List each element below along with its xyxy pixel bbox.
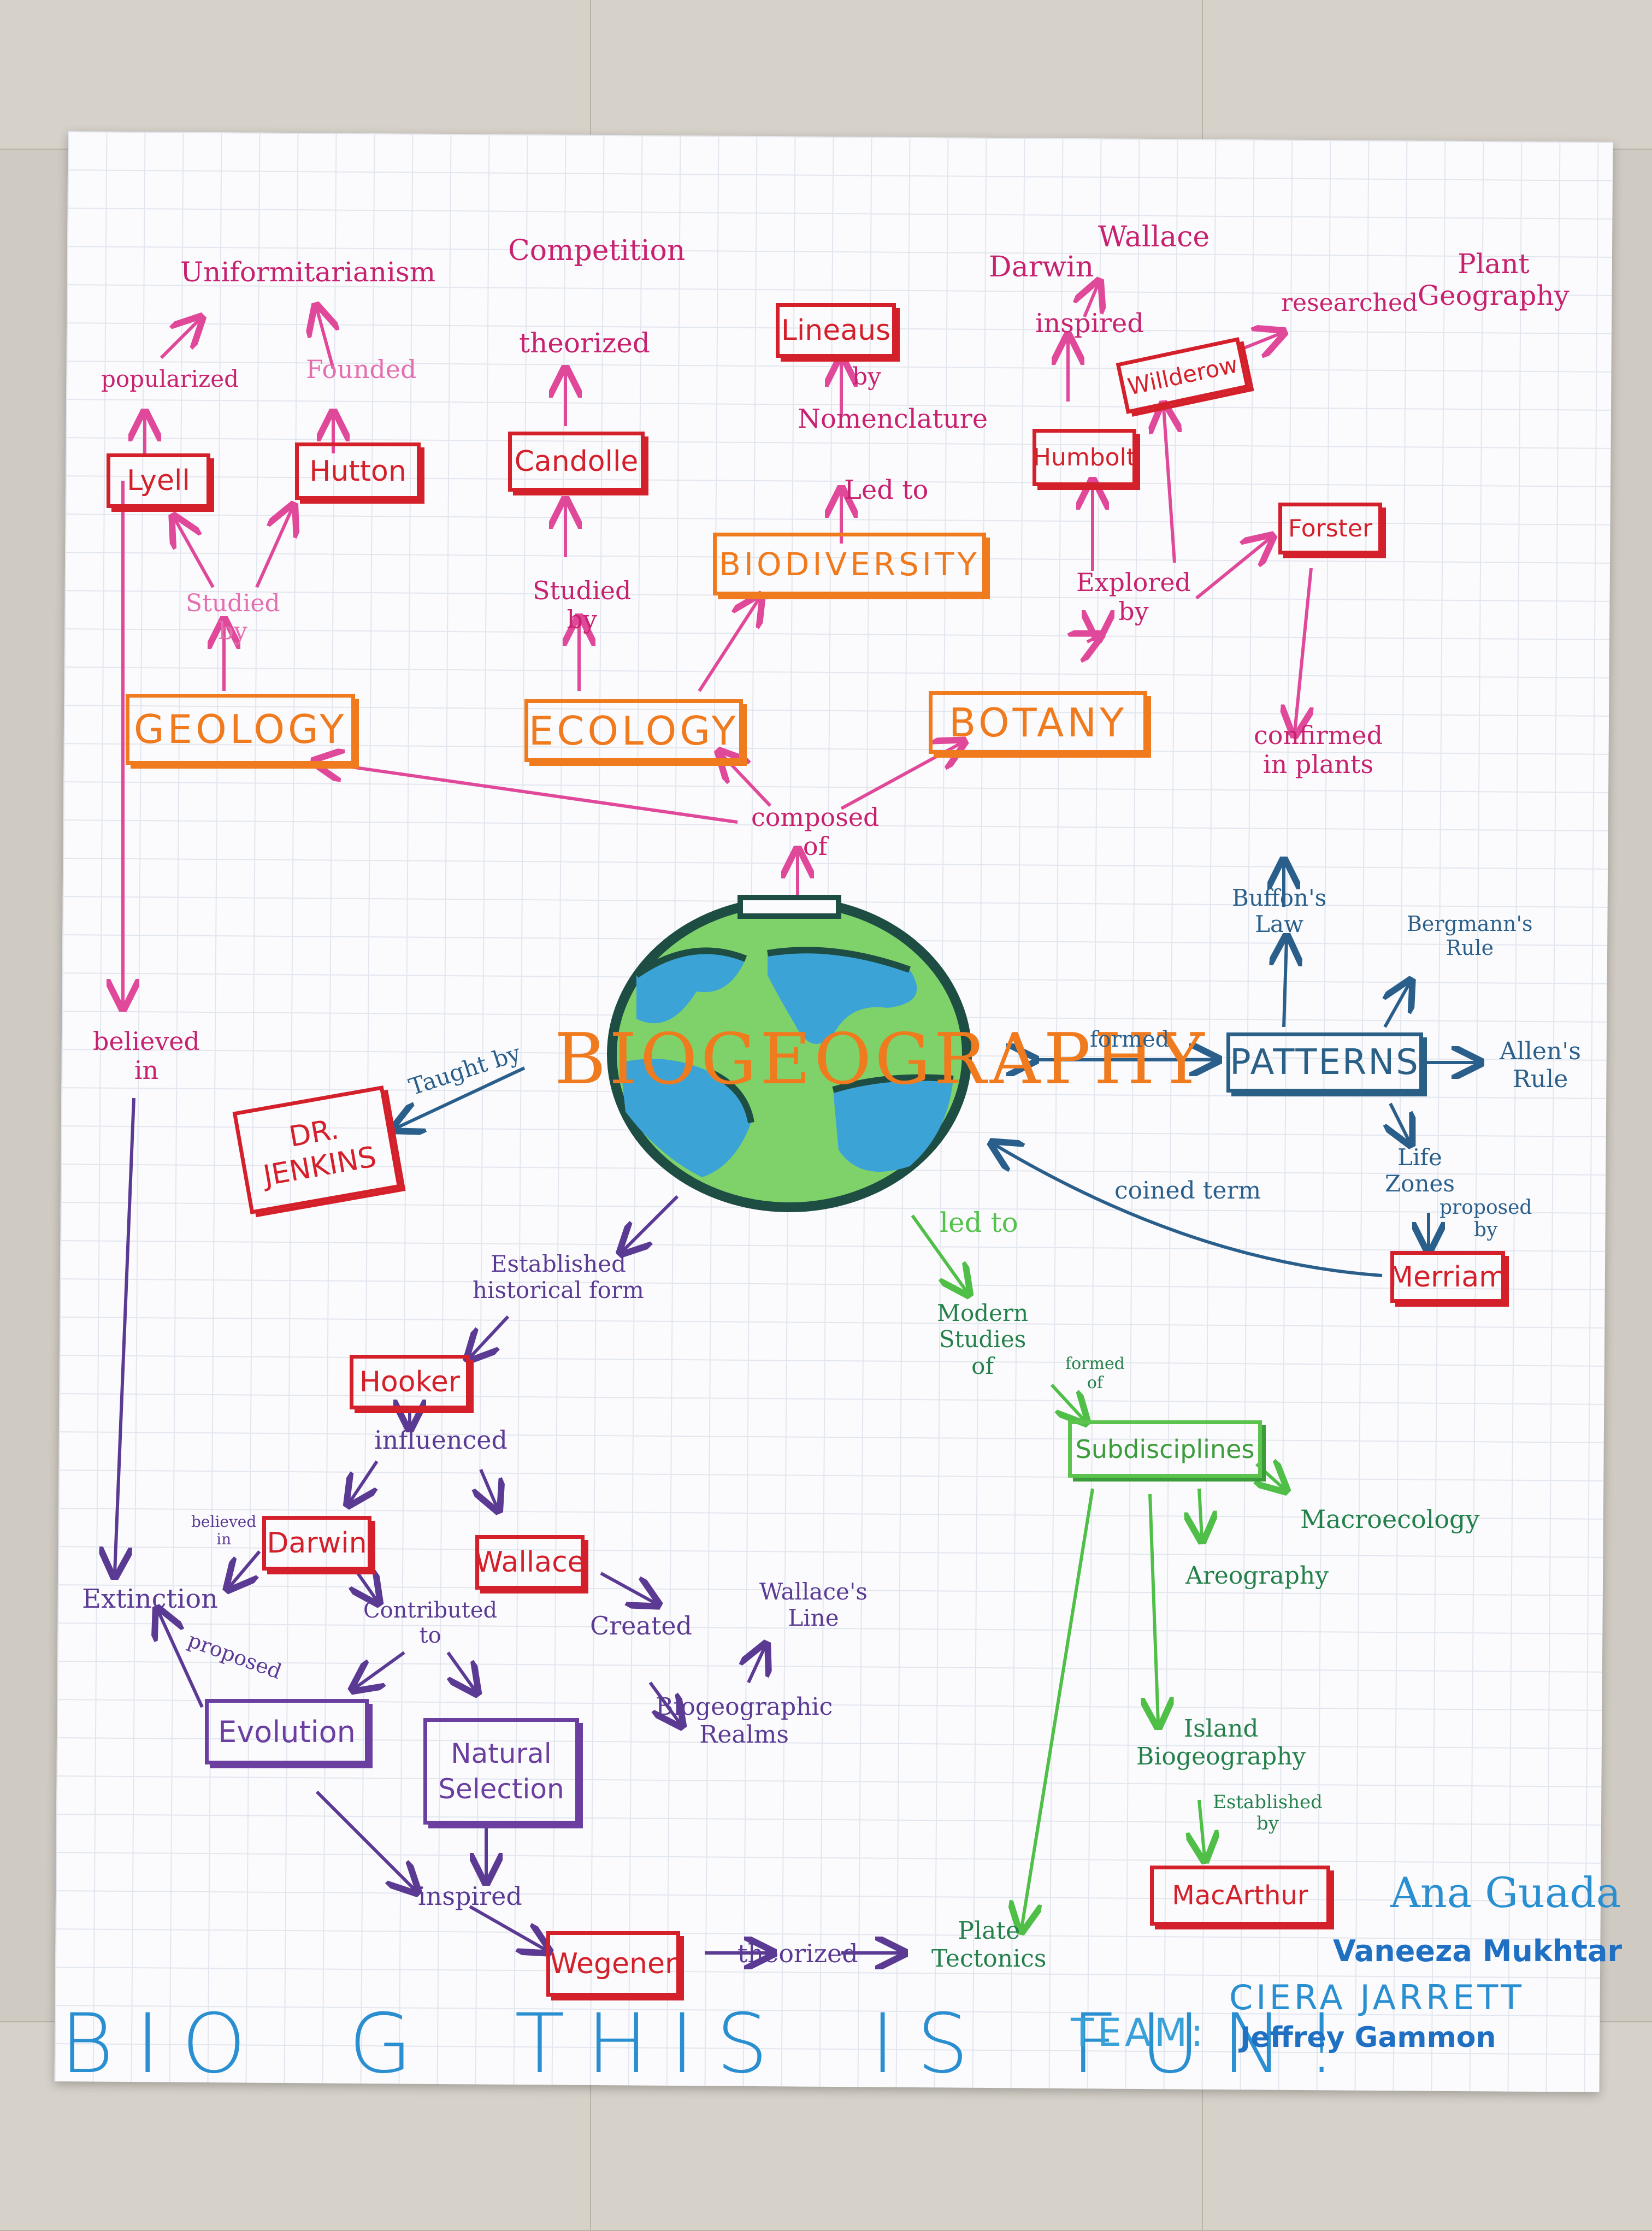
ecology-box: ECOLOGY bbox=[524, 699, 743, 762]
macarthur-box: MacArthur bbox=[1150, 1866, 1330, 1926]
floor-tile bbox=[590, 0, 1204, 150]
candolle-box: Candolle bbox=[508, 432, 645, 492]
lyell-box: Lyell bbox=[107, 453, 210, 508]
darwin-box: Darwin bbox=[262, 1516, 371, 1571]
forster-box: Forster bbox=[1278, 503, 1382, 554]
team-member: CIERA JARRETT bbox=[1229, 1978, 1525, 2017]
label-nomenclature: Nomenclature bbox=[798, 404, 988, 434]
footer-slogan: BIO G THIS IS FUN! bbox=[60, 1997, 1360, 2092]
label-plate-tectonics: Plate Tectonics bbox=[931, 1917, 1047, 1973]
label-wallace-top: Wallace bbox=[1098, 221, 1210, 253]
label-competition: Competition bbox=[508, 234, 686, 267]
label-led-to-top: Led to bbox=[844, 475, 929, 505]
label-believed-in: believed in bbox=[93, 1026, 200, 1085]
label-areography: Areography bbox=[1185, 1562, 1329, 1590]
botany-box: BOTANY bbox=[929, 691, 1147, 754]
biodiversity-box: BIODIVERSITY bbox=[713, 533, 986, 595]
label-led-to-green: led to bbox=[940, 1207, 1018, 1238]
label-formed-of: formed of bbox=[1065, 1354, 1125, 1392]
central-title: BIOGEOGRAPHY bbox=[554, 1019, 1208, 1100]
team-member: Vaneeza Mukhtar bbox=[1333, 1934, 1622, 1968]
lineaus-box: Lineaus bbox=[776, 303, 896, 358]
merriam-box: Merriam bbox=[1389, 1251, 1507, 1303]
label-modern-studies: Modern Studies of bbox=[937, 1300, 1029, 1379]
label-life-zones: Life Zones bbox=[1385, 1144, 1455, 1197]
label-by: by bbox=[852, 363, 882, 391]
team-member: Jeffrey Gammon bbox=[1240, 2021, 1496, 2054]
label-established-by: Established by bbox=[1213, 1791, 1323, 1835]
globe-icon bbox=[607, 895, 972, 1212]
label-influenced: influenced bbox=[374, 1425, 508, 1455]
label-established-historical-form: Established historical form bbox=[473, 1250, 644, 1304]
label-wallaces-line: Wallace's Line bbox=[759, 1578, 868, 1632]
label-popularized: popularized bbox=[101, 365, 239, 392]
label-contributed-to: Contributed to bbox=[363, 1598, 498, 1648]
label-composed-of: composed of bbox=[751, 802, 880, 861]
label-studied-by-ecology: Studied by bbox=[533, 576, 632, 634]
geology-box: GEOLOGY bbox=[126, 694, 355, 765]
team-label: TEAM: bbox=[1071, 2010, 1207, 2055]
label-darwin-top: Darwin bbox=[989, 251, 1094, 284]
label-confirmed-in-plants: confirmed in plants bbox=[1254, 721, 1383, 779]
floor-tile bbox=[0, 0, 592, 150]
evolution-box: Evolution bbox=[205, 1699, 369, 1764]
label-created: Created bbox=[590, 1611, 692, 1640]
team-member: Ana Guada bbox=[1390, 1868, 1621, 1917]
label-founded: Founded bbox=[306, 355, 417, 384]
label-biogeographic-realms: Biogeographic Realms bbox=[656, 1693, 833, 1749]
label-inspired-bottom: inspired bbox=[418, 1881, 522, 1911]
label-formed: formed bbox=[1090, 1027, 1170, 1052]
label-uniformitarianism: Uniformitarianism bbox=[180, 256, 436, 288]
label-buffons-law: Buffon's Law bbox=[1232, 884, 1327, 938]
label-explored-by: Explored by bbox=[1076, 568, 1191, 626]
natural-selection-box: Natural Selection bbox=[423, 1718, 579, 1825]
label-believed-in-small: believed in bbox=[191, 1513, 257, 1549]
hutton-box: Hutton bbox=[295, 442, 421, 500]
humbolt-box: Humbolt bbox=[1032, 429, 1136, 486]
label-extinction: Extinction bbox=[82, 1584, 218, 1614]
wegener-box: Wegener bbox=[546, 1931, 680, 1997]
wallace-box: Wallace bbox=[475, 1535, 585, 1590]
label-plant-geography: Plant Geography bbox=[1418, 248, 1570, 311]
label-theorized-bottom: theorized bbox=[738, 1939, 858, 1968]
label-proposed-by: proposed by bbox=[1439, 1196, 1532, 1242]
patterns-box: PATTERNS bbox=[1226, 1032, 1423, 1093]
label-bergmanns-rule: Bergmann's Rule bbox=[1407, 912, 1533, 960]
label-inspired-top: inspired bbox=[1035, 308, 1144, 339]
hooker-box: Hooker bbox=[350, 1355, 470, 1409]
label-researched: researched bbox=[1281, 289, 1418, 317]
label-studied-by-geology: Studied by bbox=[186, 589, 280, 645]
label-allens-rule: Allen's Rule bbox=[1500, 1037, 1581, 1093]
label-coined-term: coined term bbox=[1114, 1177, 1261, 1205]
floor-tile bbox=[1202, 0, 1652, 150]
label-macroecology: Macroecology bbox=[1300, 1504, 1480, 1534]
subdisciplines-box: Subdisciplines bbox=[1068, 1420, 1262, 1478]
label-island-biogeography: Island Biogeography bbox=[1136, 1715, 1306, 1770]
label-theorized-top: theorized bbox=[519, 327, 650, 359]
